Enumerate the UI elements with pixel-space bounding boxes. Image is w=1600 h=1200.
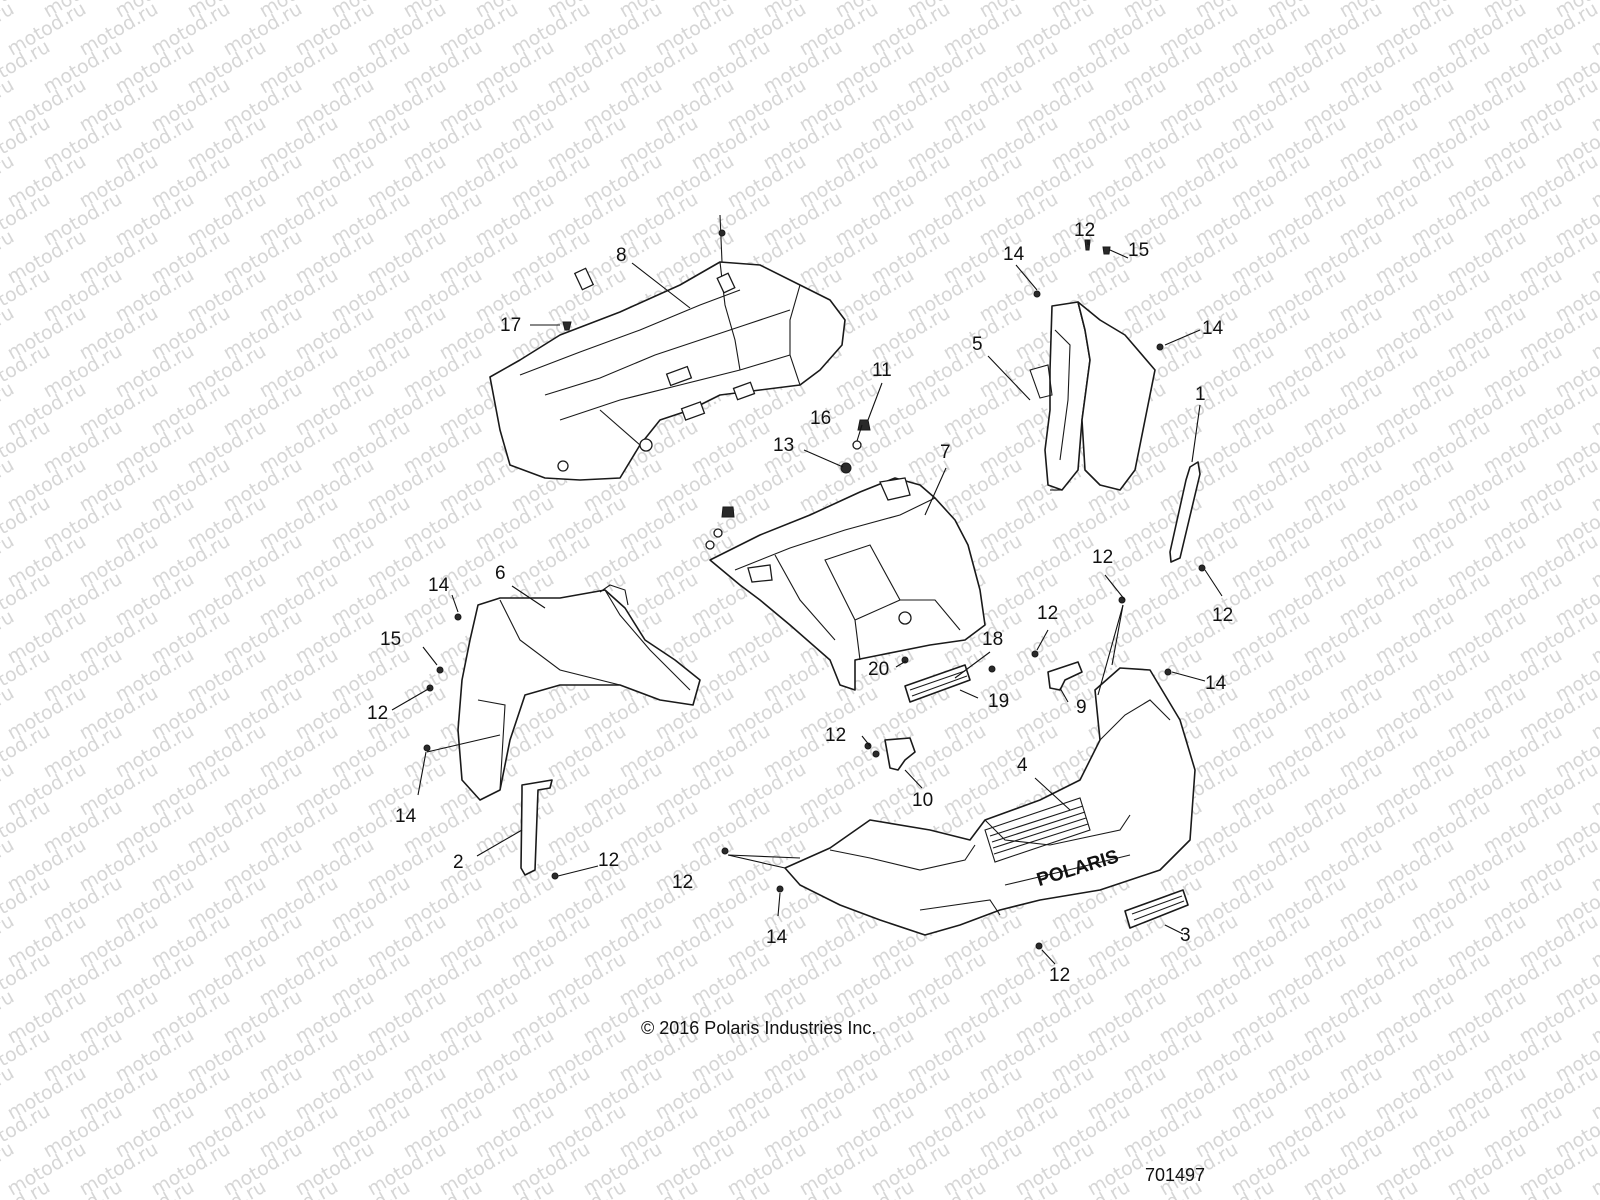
callout-5: 5 xyxy=(972,334,983,355)
diagram-number: 701497 xyxy=(1145,1165,1205,1185)
callout-12e: 12 xyxy=(825,725,846,746)
callout-14d: 14 xyxy=(428,575,450,596)
callout-12g: 12 xyxy=(598,850,619,871)
part-9-bracket xyxy=(1047,661,1083,691)
callout-8: 8 xyxy=(616,245,627,266)
part-18-grille xyxy=(904,664,971,703)
callout-15b: 15 xyxy=(380,629,401,650)
callout-12f: 12 xyxy=(672,872,693,893)
part-8-dash-panel xyxy=(489,214,846,481)
callout-14e: 14 xyxy=(395,806,417,827)
callout-12d: 12 xyxy=(1037,603,1058,624)
callout-6: 6 xyxy=(495,563,506,584)
copyright-notice: © 2016 Polaris Industries Inc. xyxy=(641,1018,876,1038)
callout-12a: 12 xyxy=(1074,220,1095,241)
callout-7: 7 xyxy=(940,442,951,463)
callout-1: 1 xyxy=(1195,384,1206,405)
callout-9: 9 xyxy=(1076,697,1087,718)
bumper-grille xyxy=(984,797,1091,863)
callout-4: 4 xyxy=(1017,755,1028,776)
callout-18: 18 xyxy=(982,629,1003,650)
callout-19: 19 xyxy=(988,691,1009,712)
callout-20: 20 xyxy=(868,659,889,680)
callout-14f: 14 xyxy=(766,927,788,948)
callout-12i: 12 xyxy=(367,703,388,724)
leader-lines xyxy=(391,240,1223,965)
callout-13: 13 xyxy=(773,435,794,456)
callout-12b: 12 xyxy=(1092,547,1113,568)
callout-labels: 1 2 3 4 5 6 7 8 9 10 11 12 12 12 12 12 1… xyxy=(367,220,1233,986)
callout-10: 10 xyxy=(912,790,933,811)
callout-3: 3 xyxy=(1180,925,1191,946)
callout-14b: 14 xyxy=(1202,318,1224,339)
callout-14c: 14 xyxy=(1205,673,1227,694)
part-5-right-side-panel xyxy=(1029,301,1156,491)
callout-12h: 12 xyxy=(1049,965,1070,986)
callout-12c: 12 xyxy=(1212,605,1233,626)
callout-15a: 15 xyxy=(1128,240,1149,261)
callout-14a: 14 xyxy=(1003,244,1025,265)
part-4-front-bumper: POLARIS xyxy=(784,667,1196,936)
part-10-bracket xyxy=(884,737,916,771)
callout-17: 17 xyxy=(500,315,521,336)
part-7-hood xyxy=(709,477,986,691)
callout-11: 11 xyxy=(872,360,892,381)
part-2-left-bracket xyxy=(520,779,553,876)
part-3-lower-grille xyxy=(1124,889,1189,929)
part-1-right-bracket xyxy=(1169,461,1201,563)
callout-2: 2 xyxy=(453,852,464,873)
part-6-left-side-panel xyxy=(457,584,701,801)
callout-16: 16 xyxy=(810,408,831,429)
